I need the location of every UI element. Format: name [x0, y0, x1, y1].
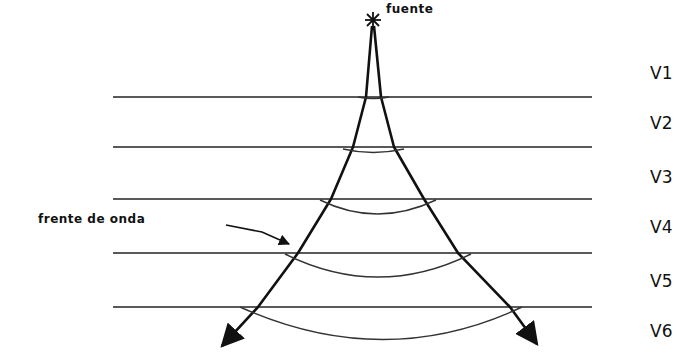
layer-boundary: [113, 198, 592, 200]
wavefront-arc: [320, 200, 436, 214]
velocity-label: V1: [648, 64, 674, 83]
layer-boundary: [113, 252, 592, 254]
ray-path: [222, 26, 372, 346]
velocity-label: V5: [648, 272, 674, 291]
wavefront-arc: [358, 97, 389, 99]
source-star: [365, 12, 381, 28]
seismic-rays: [222, 26, 537, 346]
wavefront-arc: [343, 149, 404, 153]
wavefront-label: frente de onda: [36, 213, 147, 226]
layer-boundaries: [113, 97, 592, 307]
ray-path: [374, 26, 537, 344]
wavefronts: [240, 97, 522, 340]
velocity-label: V6: [648, 322, 674, 341]
wavefront-arc: [240, 307, 522, 340]
leader-arrow: [226, 225, 289, 244]
velocity-label: V2: [648, 114, 674, 133]
layer-boundary: [113, 96, 592, 98]
wavefront-arc: [285, 254, 471, 277]
velocity-label: V3: [648, 168, 674, 187]
velocity-label: V4: [648, 218, 674, 237]
source-label: fuente: [384, 3, 435, 16]
